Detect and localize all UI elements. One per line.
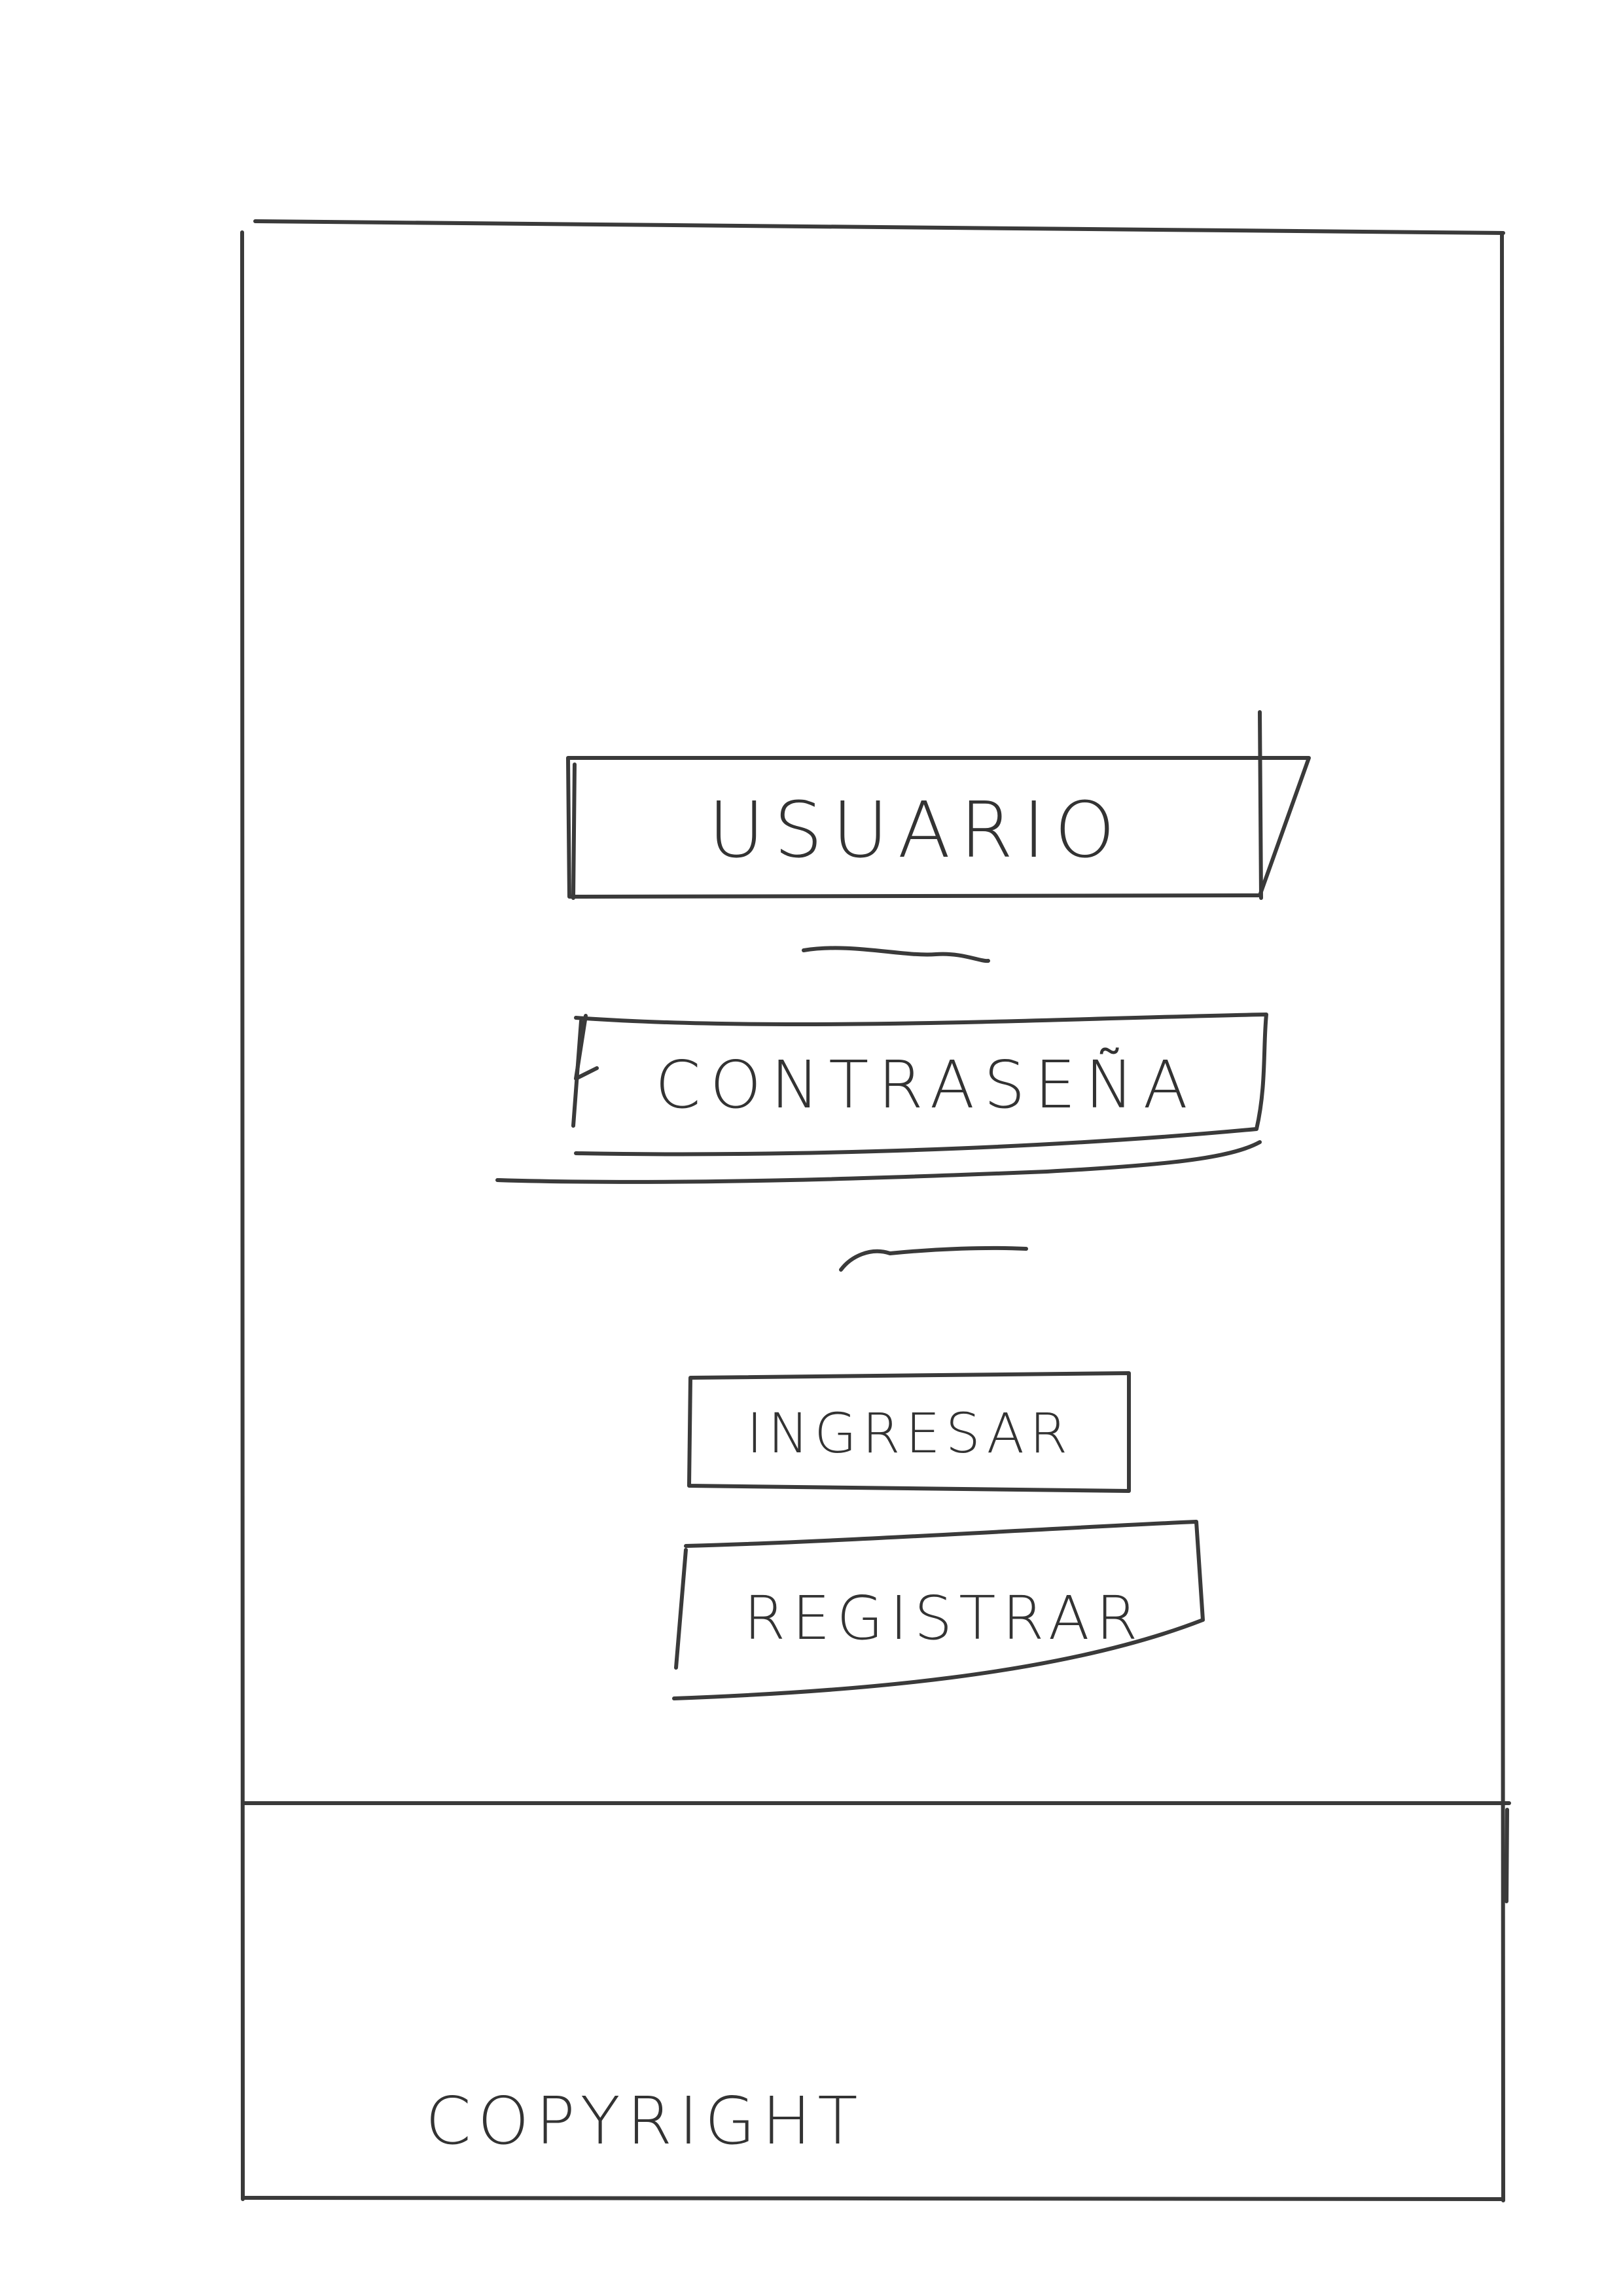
- page-frame-top: [253, 219, 1505, 235]
- page-frame-right: [1500, 232, 1505, 2202]
- login-button-outline: [687, 1371, 1131, 1493]
- register-button-left-stroke: [674, 1548, 688, 1670]
- register-button-outline: [672, 1520, 1205, 1700]
- register-button-label: REGISTRAR: [743, 1583, 1145, 1653]
- username-scribble: [802, 946, 990, 963]
- page-frame-bottom: [241, 2196, 1505, 2201]
- username-field-label: USUARIO: [707, 784, 1125, 875]
- username-field-right-stroke: [1258, 710, 1263, 900]
- password-field-hook: [574, 1014, 599, 1081]
- register-button[interactable]: REGISTRAR: [694, 1554, 1194, 1682]
- login-button-label: INGRESAR: [746, 1401, 1073, 1465]
- password-scribble: [839, 1246, 1028, 1272]
- password-field[interactable]: CONTRASEÑA: [596, 1028, 1257, 1142]
- password-field-label: CONTRASEÑA: [654, 1047, 1198, 1123]
- page-frame-left: [240, 230, 245, 2201]
- login-button[interactable]: INGRESAR: [697, 1381, 1122, 1486]
- username-field-left-stroke: [571, 762, 577, 900]
- password-underline: [495, 1140, 1262, 1184]
- username-field[interactable]: USUARIO: [589, 766, 1243, 893]
- password-field-outline: [574, 1013, 1268, 1157]
- footer-copyright: COPYRIGHT: [425, 2082, 865, 2159]
